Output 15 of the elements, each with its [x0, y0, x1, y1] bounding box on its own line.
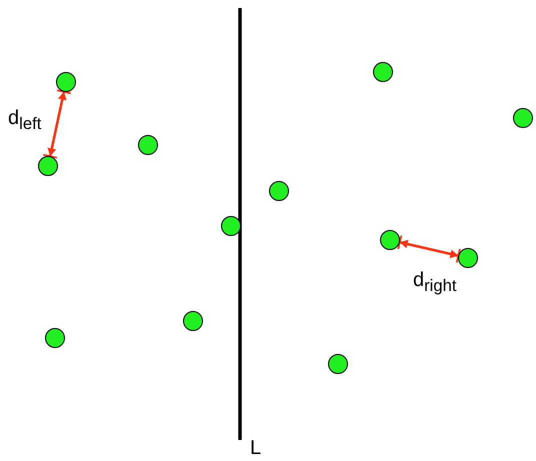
point-dot	[458, 248, 478, 268]
point-dot	[45, 328, 65, 348]
line-label: L	[250, 438, 262, 458]
point-dot	[380, 230, 400, 250]
point-dot	[269, 181, 289, 201]
point-dot	[221, 216, 241, 236]
point-dot	[328, 354, 348, 374]
point-dot	[183, 311, 203, 331]
point-dot	[373, 62, 393, 82]
point-dot	[38, 156, 58, 176]
point-dot	[513, 108, 533, 128]
edge-label: d$_{right}$	[413, 270, 457, 295]
edge-label: d$_{left}$	[8, 108, 42, 133]
point-dot	[138, 135, 158, 155]
point-dot	[56, 72, 76, 92]
